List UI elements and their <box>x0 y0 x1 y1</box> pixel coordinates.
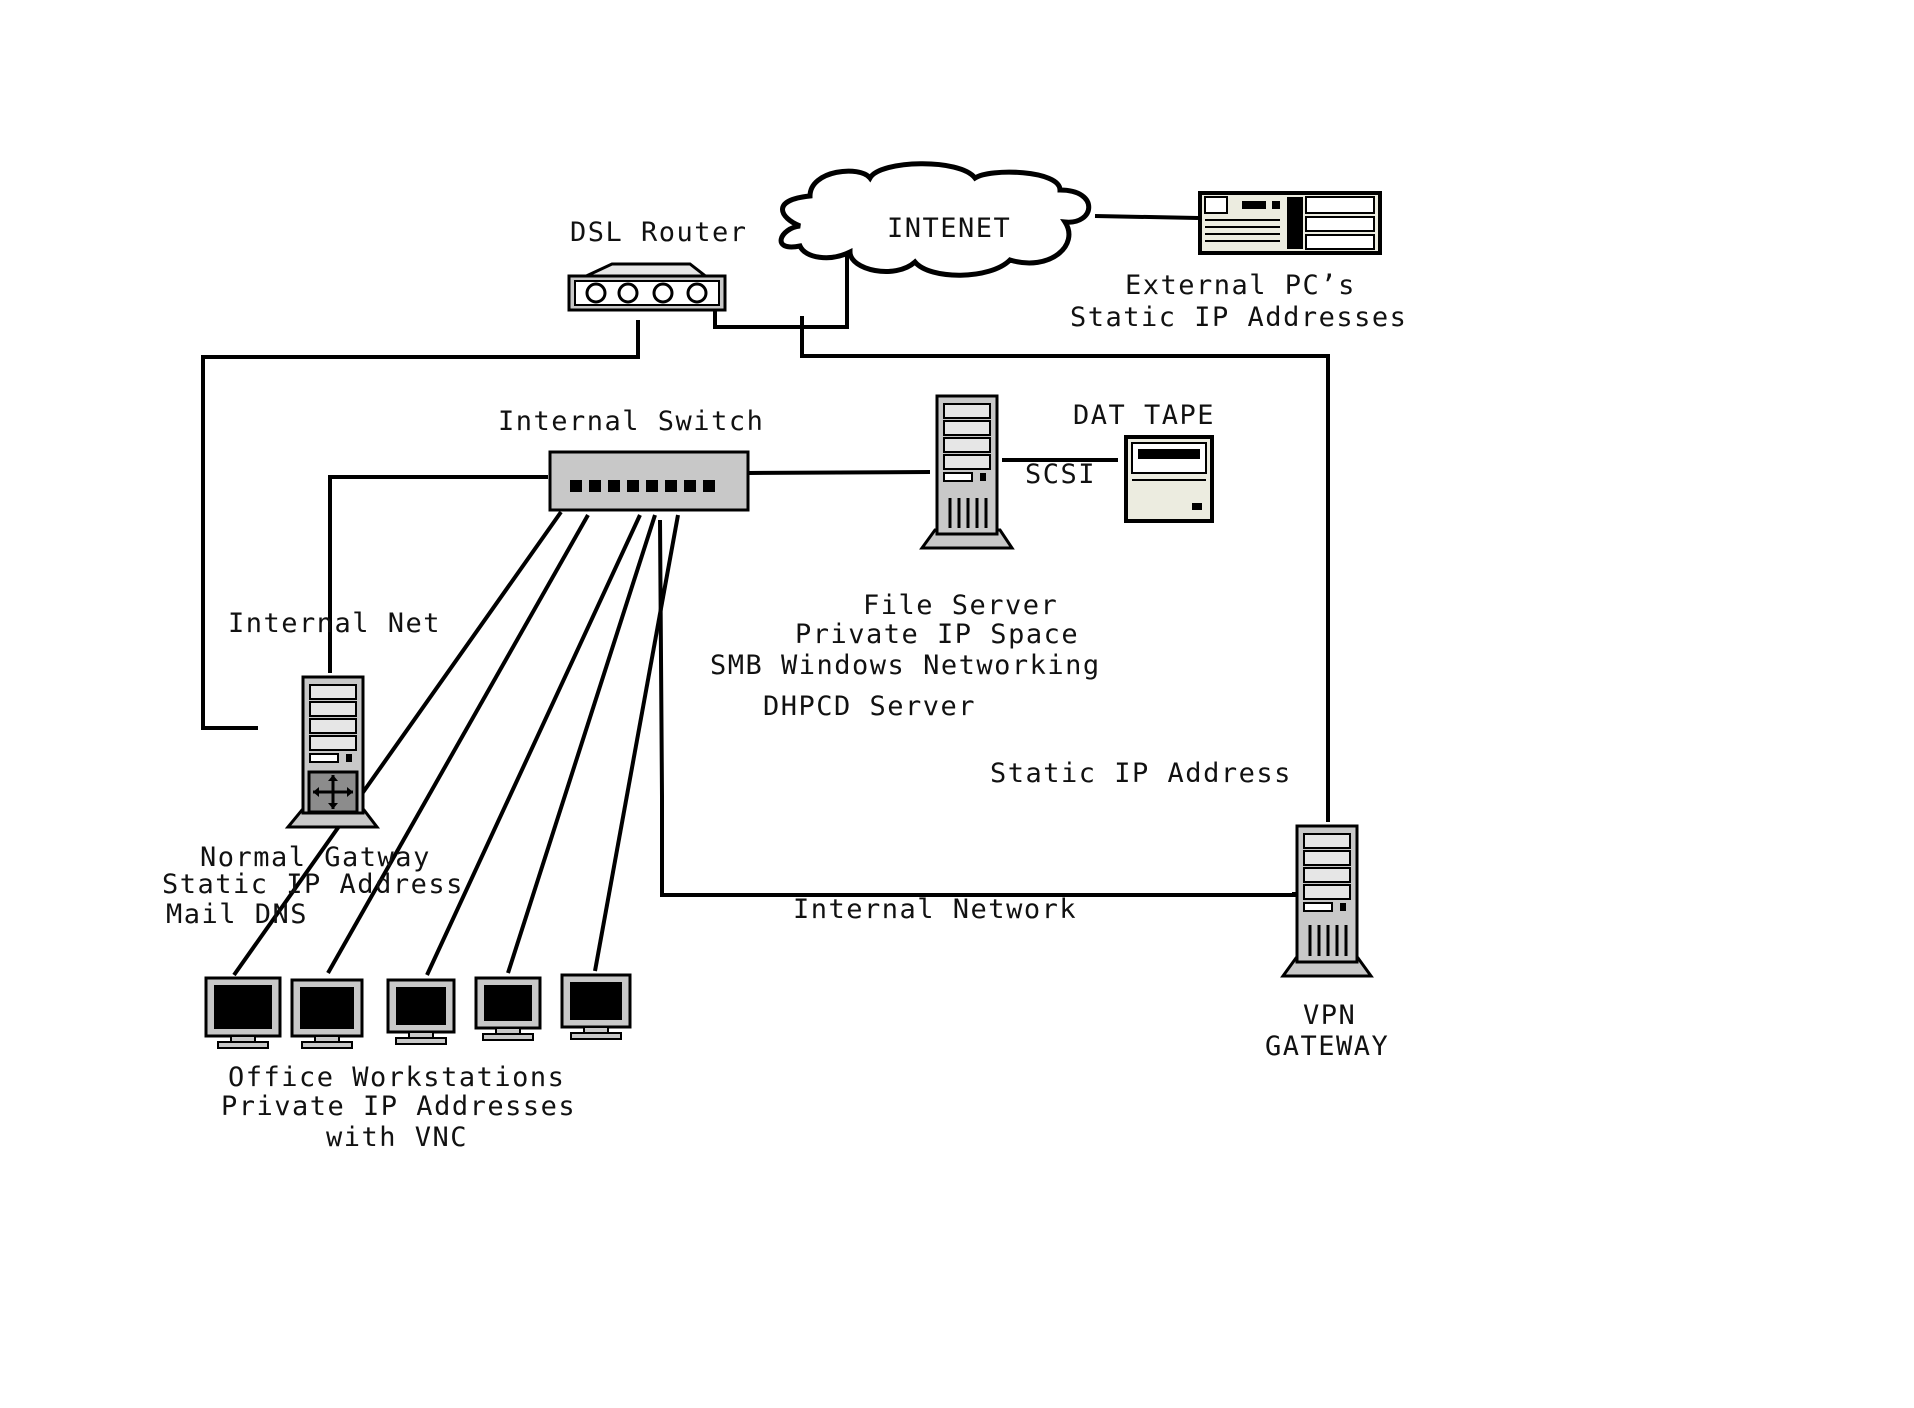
gateway-label-2: Static IP Address <box>162 869 464 900</box>
router-port-icon <box>585 282 607 304</box>
vpn-static-ip-label: Static IP Address <box>990 758 1292 789</box>
monitor-icon <box>290 978 364 1049</box>
pc-drive-icon <box>1305 234 1375 250</box>
workstation-line-1 <box>232 510 563 977</box>
smb-label: SMB Windows Networking <box>710 650 1101 681</box>
external-pc: External PC’s Static IP Addresses <box>1070 191 1407 333</box>
switch-to-fileserver-line <box>747 470 931 475</box>
dat-tape-drive: DAT TAPE <box>1073 400 1215 523</box>
gateway-label-3: Mail DNS <box>166 899 308 930</box>
internal-net-label: Internal Net <box>228 608 441 639</box>
monitor-icon <box>204 976 282 1049</box>
internet-to-external-pc-line <box>1094 214 1199 220</box>
workstation-line-5 <box>593 514 680 972</box>
monitor-icon <box>386 978 456 1045</box>
gateway-label-1: Normal Gatway <box>200 842 431 873</box>
monitor-icon <box>560 973 632 1040</box>
external-pcs-label: External PC’s <box>1125 270 1356 301</box>
workstations-label-1: Office Workstations <box>228 1062 565 1093</box>
vpn-label-2: GATEWAY <box>1265 1031 1389 1062</box>
pc-drive-icon <box>1305 216 1375 232</box>
workstations-label-3: with VNC <box>326 1122 468 1153</box>
normal-gateway: Internal Net Normal Gatway Static IP Add… <box>162 608 464 930</box>
cloud-icon <box>778 161 1092 278</box>
internal-switch: Internal Switch <box>498 406 764 512</box>
connection-lines <box>201 214 1330 977</box>
router-port-icon <box>617 282 639 304</box>
file-server: File Server Private IP Space SMB Windows… <box>710 394 1101 722</box>
internal-switch-label: Internal Switch <box>498 406 764 437</box>
internet-cloud: INTENET <box>778 161 1092 278</box>
workstations-label-2: Private IP Addresses <box>221 1091 576 1122</box>
external-ip-label: Static IP Addresses <box>1070 302 1407 333</box>
pc-divider-icon <box>1287 197 1303 249</box>
internal-network-line <box>658 519 1296 897</box>
pc-drive-icon <box>1305 196 1375 214</box>
workstation-line-3 <box>425 514 642 976</box>
private-ip-space-label: Private IP Space <box>795 619 1079 650</box>
workstation-line-2 <box>326 514 590 974</box>
router-to-gateway-line <box>201 320 640 730</box>
dat-tape-label: DAT TAPE <box>1073 400 1215 431</box>
router-to-internet-line <box>713 248 849 329</box>
file-server-label: File Server <box>863 590 1058 621</box>
pc-bay-icon <box>1204 196 1228 214</box>
dhcpd-label: DHPCD Server <box>763 691 976 722</box>
office-workstations: Office Workstations Private IP Addresses… <box>204 973 632 1153</box>
workstation-line-4 <box>506 514 657 974</box>
pc-led-icon <box>1242 201 1266 209</box>
scsi-label: SCSI <box>1025 459 1096 490</box>
dsl-router: DSL Router <box>567 217 748 312</box>
internal-network-label: Internal Network <box>793 894 1077 925</box>
router-to-vpn-line <box>800 316 1330 822</box>
dsl-router-label: DSL Router <box>570 217 748 248</box>
router-port-icon <box>652 282 674 304</box>
vpn-gateway: VPN GATEWAY <box>1265 824 1389 1062</box>
internet-label: INTENET <box>887 213 1011 244</box>
switch-to-gateway-line <box>328 475 548 673</box>
vpn-label-1: VPN <box>1303 1000 1356 1031</box>
monitor-icon <box>474 976 542 1041</box>
router-port-icon <box>686 282 708 304</box>
pc-led-icon <box>1272 201 1280 209</box>
